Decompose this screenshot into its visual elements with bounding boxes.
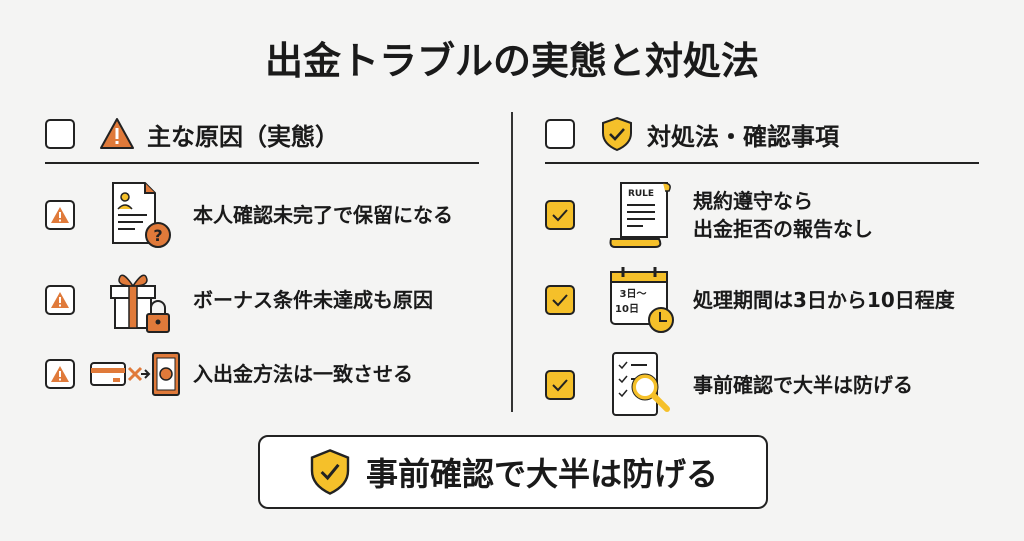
- card-mismatch-icon: [90, 352, 180, 396]
- solution-text-line: 出金拒否の報告なし: [693, 217, 873, 241]
- check-icon: [552, 209, 568, 222]
- solutions-column: 対処法・確認事項 RULE 規約遵守なら出金拒否の報告なし 3日〜10日 処理期…: [545, 112, 979, 416]
- calendar-label: 10日: [615, 303, 639, 315]
- svg-text:?: ?: [153, 226, 162, 245]
- check-badge: [545, 285, 575, 315]
- cause-text: 入出金方法は一致させる: [193, 362, 413, 386]
- calendar-clock-icon: 3日〜10日: [610, 267, 674, 333]
- cause-text: ボーナス条件未達成も原因: [193, 288, 433, 312]
- id-document-question-icon: ?: [112, 182, 171, 248]
- header-checkbox: [45, 119, 75, 149]
- warning-badge: [45, 285, 75, 315]
- page-title: 出金トラブルの実態と対処法: [264, 39, 759, 83]
- causes-column: 主な原因（実態） ? 本人確認未完了で保留になる ボーナス条件未達成も原因 入出…: [45, 112, 479, 396]
- warning-icon: [51, 366, 69, 382]
- locked-gift-icon: [110, 274, 170, 333]
- shield-check-icon: [310, 449, 350, 495]
- check-badge: [545, 370, 575, 400]
- summary-banner: 事前確認で大半は防げる: [258, 435, 768, 509]
- causes-title: 主な原因（実態）: [147, 122, 339, 151]
- solution-text: 事前確認で大半は防げる: [693, 373, 913, 397]
- cause-item: ボーナス条件未達成も原因: [45, 264, 433, 336]
- summary-text: 事前確認で大半は防げる: [365, 455, 718, 493]
- warning-icon: [100, 118, 134, 149]
- checklist-search-icon: [612, 352, 670, 416]
- warning-badge: [45, 359, 75, 389]
- warning-badge: [45, 200, 75, 230]
- solutions-header: 対処法・確認事項: [545, 112, 979, 164]
- check-badge: [545, 200, 575, 230]
- check-icon: [552, 294, 568, 307]
- solution-text: 規約遵守なら出金拒否の報告なし: [693, 187, 873, 243]
- solution-text: 処理期間は3日から10日程度: [693, 288, 955, 312]
- solutions-title: 対処法・確認事項: [647, 122, 839, 151]
- rule-label: RULE: [628, 189, 654, 199]
- solution-item: 事前確認で大半は防げる: [545, 349, 913, 421]
- cause-item: 入出金方法は一致させる: [45, 349, 413, 399]
- shield-check-icon: [602, 116, 632, 152]
- warning-icon: [51, 207, 69, 223]
- header-checkbox: [545, 119, 575, 149]
- column-divider: [511, 112, 513, 412]
- warning-icon: [51, 292, 69, 308]
- solution-text-line: 規約遵守なら: [693, 189, 813, 213]
- solution-item: 3日〜10日 処理期間は3日から10日程度: [545, 264, 955, 336]
- calendar-label: 3日〜: [620, 288, 647, 300]
- solution-item: RULE 規約遵守なら出金拒否の報告なし: [545, 179, 873, 251]
- causes-header: 主な原因（実態）: [45, 112, 479, 164]
- cause-item: ? 本人確認未完了で保留になる: [45, 179, 453, 251]
- rule-scroll-icon: RULE: [609, 182, 671, 248]
- cause-text: 本人確認未完了で保留になる: [193, 203, 453, 227]
- check-icon: [552, 379, 568, 392]
